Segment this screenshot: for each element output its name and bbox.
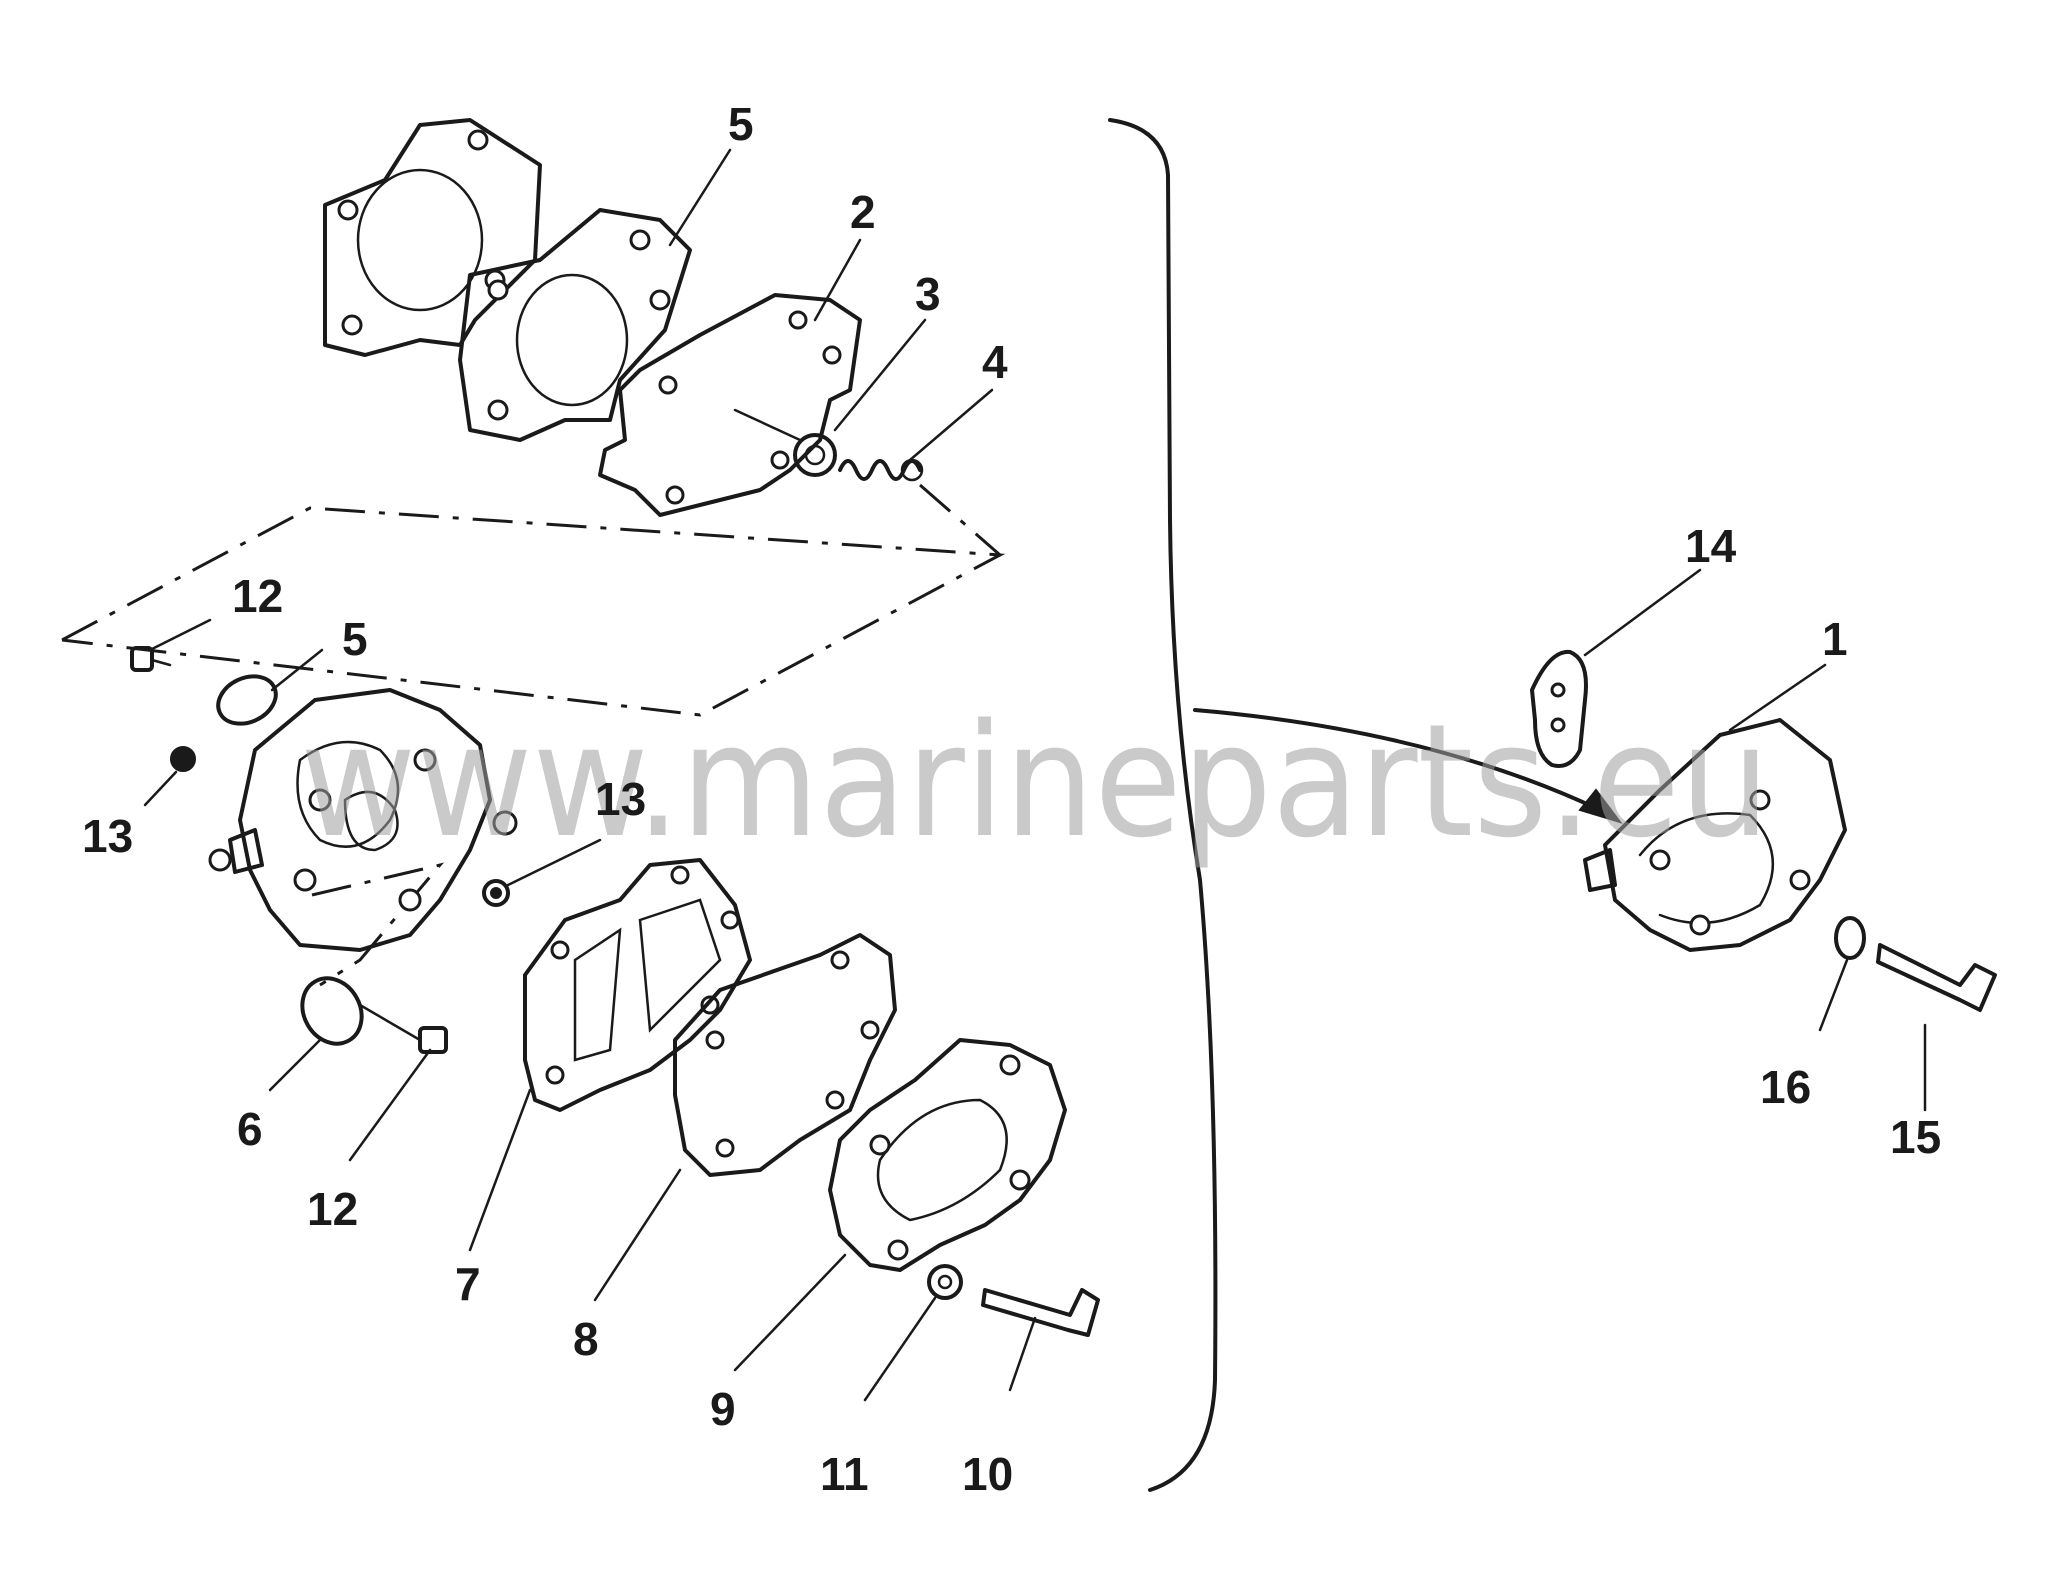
part-11-washer: [927, 1264, 963, 1300]
part-14-plate: [1530, 649, 1588, 768]
part-12-screw-top: [130, 646, 172, 672]
part-13-nut-right: [482, 879, 510, 907]
callout-4: 4: [982, 336, 1008, 388]
callout-5-top: 5: [728, 98, 754, 150]
grouping-brace: [1108, 118, 1218, 1492]
callout-14: 14: [1685, 520, 1737, 572]
part-13-nut-left: [170, 746, 196, 772]
callout-11: 11: [820, 1448, 869, 1500]
part-10-screw: [981, 1288, 1100, 1337]
watermark-text: www.marineparts.eu: [300, 690, 1770, 872]
callout-3: 3: [915, 268, 941, 320]
part-4-spring: [838, 458, 924, 482]
leader-lines: [143, 148, 1927, 1402]
callout-10: 10: [962, 1448, 1013, 1500]
callout-9: 9: [710, 1383, 736, 1435]
callout-13-right: 13: [595, 773, 646, 825]
part-6-cap: [300, 976, 422, 1046]
part-16-washer: [1834, 916, 1866, 960]
part-5-seal-small: [216, 674, 278, 726]
callout-13-left: 13: [82, 810, 133, 862]
callout-8: 8: [573, 1313, 599, 1365]
pump-body-left: [208, 688, 518, 952]
callout-15: 15: [1890, 1111, 1941, 1163]
part-9-cover: [828, 1038, 1067, 1272]
part-15-bolt: [1876, 943, 1997, 1012]
part-3-washer: [793, 433, 837, 477]
part-8-plate: [673, 933, 897, 1177]
part-5-gasket: [458, 208, 692, 442]
callout-6: 6: [237, 1103, 263, 1155]
callout-7: 7: [455, 1258, 481, 1310]
part-2-diaphragm: [598, 293, 862, 517]
callout-12-bottom: 12: [307, 1183, 358, 1235]
callout-numbers: 5 2 3 4 12 5 13 13 6 12 7 8 9 11 10 14 1…: [82, 98, 1941, 1500]
callout-2: 2: [850, 186, 876, 238]
part-12-screw-bottom: [418, 1026, 448, 1054]
part-7-gasket: [523, 858, 752, 1112]
callout-12-top: 12: [232, 570, 283, 622]
callout-5-small: 5: [342, 613, 368, 665]
callout-16: 16: [1760, 1061, 1811, 1113]
assembly-arrow: [1193, 708, 1623, 824]
phantom-lines: [61, 483, 1006, 987]
assembled-pump: [1583, 718, 1847, 952]
callout-1: 1: [1822, 613, 1848, 665]
back-gasket: [323, 118, 542, 357]
